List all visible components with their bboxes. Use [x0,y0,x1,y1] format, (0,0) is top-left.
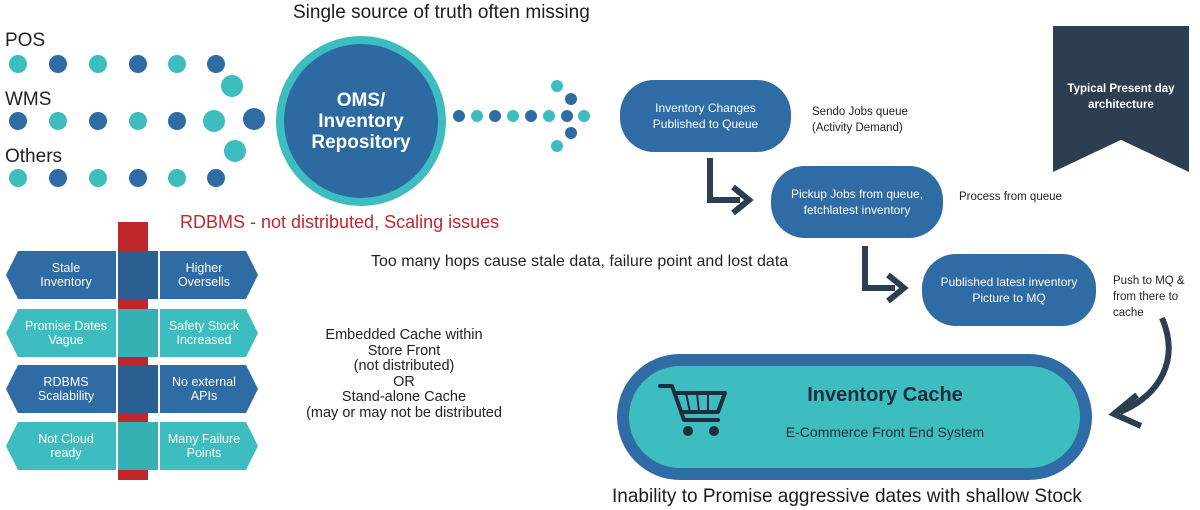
elbow-arrow-1-head [731,184,754,216]
flow-step3-line2: Picture to MQ [972,291,1046,305]
banner-line2: architecture [1088,99,1154,111]
flow-step3-line1: Published latest inventory [940,275,1078,289]
rdbms-issue-title: RDBMS - not distributed, Scaling issues [180,212,500,232]
source-label-pos: POS [5,30,46,51]
elbow-arrow-1 [707,158,740,203]
wms-dot-row [9,108,265,132]
arrow-head-dot-bottom [224,140,246,162]
flow-step-publish-queue: Inventory Changes Published to Queue [620,80,791,152]
pos-dot-row [9,55,225,73]
oms-label-line3: Repository [311,131,411,153]
embedded-cache-note: Embedded Cache within Store Front (not d… [306,327,502,421]
diagram-title: Single source of truth often missing [293,2,590,23]
elbow-arrow-2-head [886,272,909,304]
inventory-cache-system [617,354,1092,480]
source-dots-arrow [9,55,265,187]
curved-arrow-head [1108,392,1143,429]
footer-statement: Inability to Promise aggressive dates wi… [612,486,1082,507]
inventory-cache-title: Inventory Cache [807,384,963,406]
flow-step-pickup-jobs: Pickup Jobs from queue, fetchlatest inve… [771,166,943,238]
oms-inventory-repository: OMS/ Inventory Repository [276,36,446,206]
flow-step2-note: Process from queue [959,191,1062,203]
oms-label-line1: OMS/ [336,89,386,111]
others-dot-row [9,169,225,187]
arrow-head-dot-top [221,75,243,97]
source-label-wms: WMS [5,89,52,110]
flow-step1-line2: Published to Queue [652,117,759,131]
flow-step2-line2: fetchlatest inventory [803,203,911,217]
oms-output-dots-arrow [453,80,590,152]
flow-step2-line1: Pickup Jobs from queue, [790,187,924,201]
flow-step1-line1: Inventory Changes [655,101,756,115]
oms-label-line2: Inventory [318,110,404,132]
elbow-arrow-2 [862,246,895,291]
flow-step1-note: Sendo Jobs queue (Activity Demand) [812,106,908,134]
curved-arrow-to-cache [1118,316,1172,415]
banner-line1: Typical Present day [1067,83,1175,95]
flow-step3-note: Push to MQ & from there to cache [1113,275,1185,319]
source-label-others: Others [5,146,63,167]
inventory-cache-subtitle: E-Commerce Front End System [785,424,985,440]
too-many-hops-note: Too many hops cause stale data, failure … [371,253,789,270]
flow-step-publish-mq: Published latest inventory Picture to MQ [922,254,1096,326]
